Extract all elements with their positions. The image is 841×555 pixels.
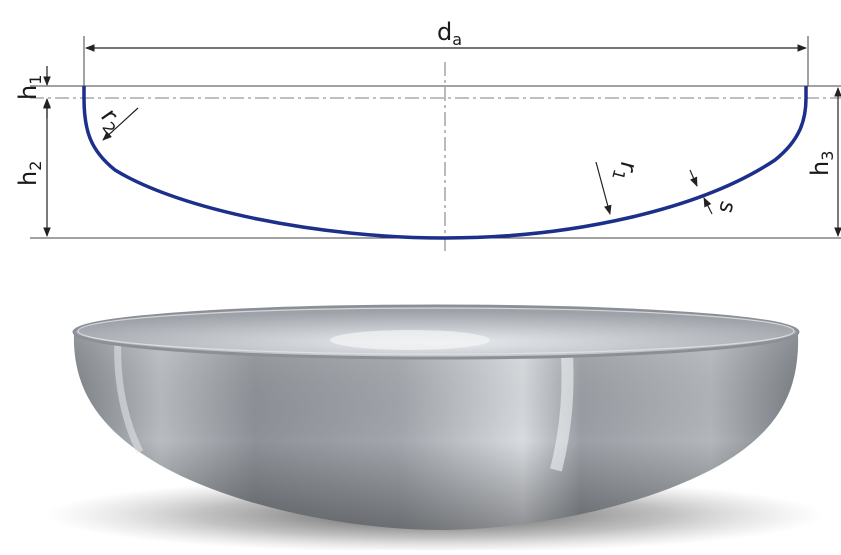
- r1-label: r1: [608, 158, 643, 185]
- technical-drawing: da h1 h2 h3 r2 r1 s: [14, 18, 841, 255]
- head-outer-shading: [73, 332, 799, 530]
- h2-label: h2: [14, 161, 45, 186]
- head-rim: [72, 304, 800, 360]
- highlight-left: [114, 337, 144, 454]
- s-label: s: [713, 198, 740, 216]
- dished-head-render: [45, 304, 825, 553]
- h1-label: h1: [14, 75, 45, 100]
- da-label: da: [437, 18, 462, 49]
- s-arrow-outer: [689, 169, 698, 187]
- head-rim-edge: [77, 307, 795, 355]
- r1-leader: [595, 161, 612, 215]
- s-arrow-inner: [703, 197, 713, 215]
- r2-leader: [102, 107, 139, 141]
- dished-head-profile: [82, 86, 808, 240]
- h3-label: h3: [806, 151, 837, 176]
- inner-glint: [330, 330, 490, 350]
